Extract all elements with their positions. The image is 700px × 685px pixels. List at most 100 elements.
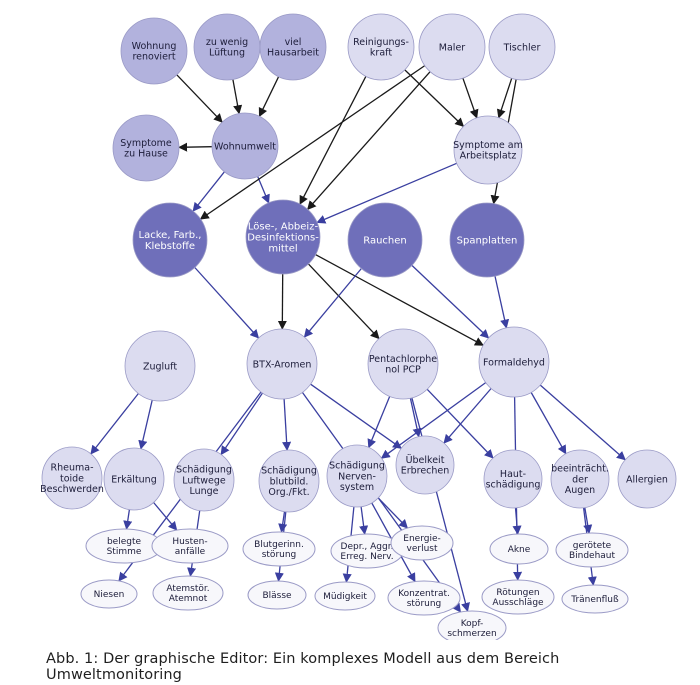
node-label-line: mittel: [268, 244, 297, 255]
node-wohnumwelt[interactable]: Wohnumwelt: [211, 112, 279, 180]
node-konzentrat[interactable]: Konzentrat.störung: [387, 580, 461, 616]
node-label-line: gerötete: [573, 541, 612, 551]
node-label-line: Formaldehyd: [483, 357, 545, 368]
node-label-line: blutbild.: [270, 476, 309, 487]
edge-formaldehyd-to-augen: [530, 392, 567, 455]
node-hautschaedigung[interactable]: Haut-schädigung: [483, 449, 543, 509]
node-shape: [242, 531, 316, 567]
node-allergien[interactable]: Allergien: [617, 449, 677, 509]
node-atemstoer[interactable]: Atemstör.Atemnot: [152, 575, 224, 611]
node-zugluft[interactable]: Zugluft: [124, 330, 196, 402]
edge-schaedigung_nerven-to-energieverlust: [377, 497, 409, 529]
edge-hautschaedigung-to-akne: [512, 507, 522, 535]
node-label-line: Niesen: [94, 590, 125, 600]
node-shape: [152, 575, 224, 611]
edge-schaedigung_nerven-to-depr: [359, 506, 369, 535]
node-shape: [245, 199, 321, 275]
node-label-line: Schädigung: [176, 465, 232, 476]
node-shape: [326, 444, 388, 508]
node-label-line: Klebstoffe: [145, 241, 195, 252]
node-shape: [449, 202, 525, 278]
node-muedigkeit[interactable]: Müdigkeit: [314, 581, 376, 611]
node-label-line: Husten-: [172, 537, 207, 547]
node-niesen[interactable]: Niesen: [80, 579, 138, 609]
node-reinigungskraft[interactable]: Reinigungs-kraft: [347, 13, 415, 81]
node-label-line: Zugluft: [143, 361, 177, 372]
node-label-line: Luftwege: [182, 475, 226, 486]
edge-rauchen-to-formaldehyd: [411, 264, 490, 339]
edge-wohnumwelt-to-symptome_zu_hause: [178, 142, 213, 152]
node-label-line: Pentachlorphe: [369, 354, 437, 365]
node-rauchen[interactable]: Rauchen: [347, 202, 423, 278]
node-shape: [347, 13, 415, 81]
edge-tischler-to-symptome_arbeitsplatz: [496, 78, 513, 119]
edge-symptome_arbeitsplatz-to-loese: [316, 162, 457, 224]
node-lacke[interactable]: Lacke, Farb.,Klebstoffe: [132, 202, 208, 278]
edge-btx-to-kopfschmerzen: [301, 392, 462, 613]
node-shape: [453, 115, 523, 185]
edge-wohnumwelt-to-lacke: [192, 171, 225, 212]
edge-pcp-to-schaedigung_nerven: [367, 396, 391, 449]
node-shape: [314, 581, 376, 611]
node-tischler[interactable]: Tischler: [488, 13, 556, 81]
node-label-line: Augen: [565, 485, 595, 496]
node-label-line: verlust: [407, 544, 438, 554]
node-label-line: Nerven-: [338, 471, 376, 482]
node-shape: [437, 610, 507, 640]
node-energieverlust[interactable]: Energie-verlust: [390, 525, 454, 561]
node-loese[interactable]: Löse-, Abbeiz-Desinfektions-mittel: [245, 199, 321, 275]
node-shape: [418, 13, 486, 81]
node-spanplatten[interactable]: Spanplatten: [449, 202, 525, 278]
node-shape: [481, 579, 555, 615]
node-label-line: Allergien: [626, 474, 668, 485]
node-blutgerinnung[interactable]: Blutgerinn.störung: [242, 531, 316, 567]
edge-pcp-to-uebelkeit: [409, 398, 422, 438]
node-label-line: Tränenfluß: [570, 595, 619, 605]
edge-spanplatten-to-formaldehyd: [494, 275, 510, 329]
node-label-line: Org./Fkt.: [268, 487, 309, 498]
node-label-line: Depr., Aggr.: [341, 542, 394, 552]
node-depr[interactable]: Depr., Aggr.Erreg. Nerv.: [330, 533, 404, 569]
node-maler[interactable]: Maler: [418, 13, 486, 81]
node-label-line: Übelkeit: [406, 455, 445, 466]
node-label-line: Lunge: [189, 486, 218, 497]
node-label-line: Reinigungs-: [353, 37, 409, 48]
node-hustenanfaelle[interactable]: Husten-anfälle: [151, 528, 229, 564]
node-formaldehyd[interactable]: Formaldehyd: [478, 326, 550, 398]
node-btx[interactable]: BTX-Aromen: [246, 328, 318, 400]
node-shape: [151, 528, 229, 564]
node-shape: [347, 202, 423, 278]
node-label-line: Rheuma-: [51, 463, 94, 474]
node-blaesse[interactable]: Blässe: [247, 580, 307, 610]
node-label-line: Schädigung: [261, 466, 317, 477]
edge-wohnung_renoviert-to-wohnumwelt: [176, 74, 223, 123]
node-kopfschmerzen[interactable]: Kopf-schmerzen: [437, 610, 507, 640]
node-shape: [367, 328, 439, 400]
node-label-line: Tischler: [503, 42, 541, 53]
node-erkaeltung[interactable]: Erkältung: [103, 447, 165, 511]
edge-pcp-to-kopfschmerzen: [411, 397, 470, 612]
node-akne[interactable]: Akne: [489, 533, 549, 565]
edge-lacke-to-btx: [194, 267, 260, 339]
edge-maler-to-symptome_arbeitsplatz: [462, 77, 479, 119]
node-label-line: der: [572, 474, 588, 485]
edge-formaldehyd-to-allergien: [539, 384, 626, 461]
node-traenenfluss[interactable]: Tränenfluß: [561, 584, 629, 614]
node-label-line: belegte: [107, 537, 142, 547]
